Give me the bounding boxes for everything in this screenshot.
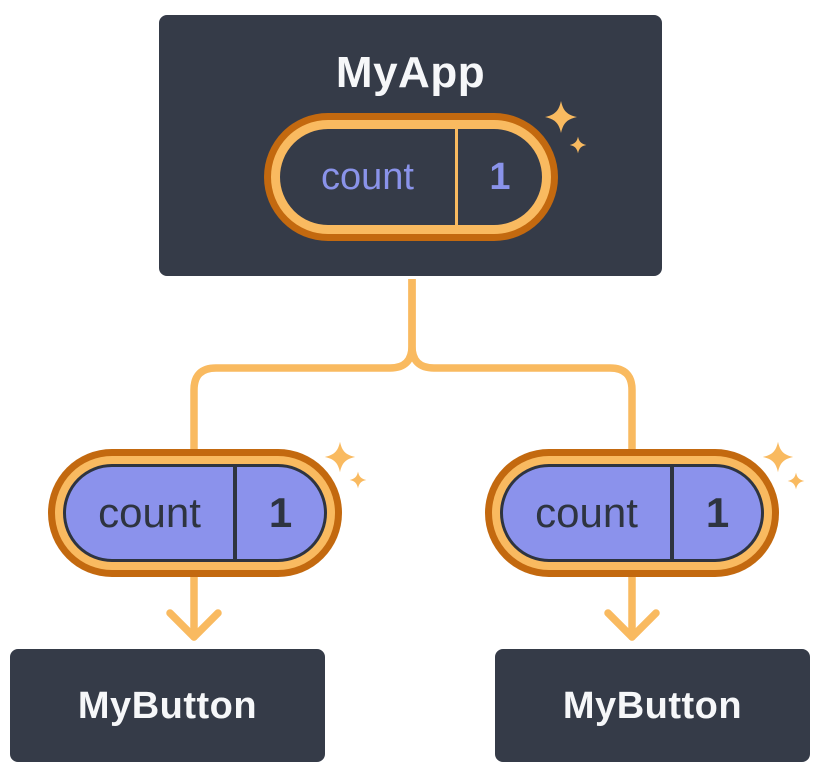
state-pill-myapp: count 1: [271, 120, 551, 234]
sparkle-icon: [324, 441, 356, 473]
pill-divider: [670, 467, 674, 559]
sparkle-icon: [569, 136, 587, 154]
sparkle-icon: [349, 471, 367, 489]
state-name: count: [321, 156, 414, 198]
prop-name: count: [98, 489, 201, 536]
prop-pill-right: count 1: [500, 464, 764, 562]
component-title: MyButton: [562, 684, 743, 727]
component-box-mybutton-left: MyButton: [7, 646, 328, 765]
sparkle-icon: [787, 472, 805, 490]
component-title: MyButton: [77, 684, 258, 727]
arrow-down-icon: [604, 609, 660, 641]
prop-value: 1: [705, 489, 730, 536]
state-value: 1: [489, 156, 511, 198]
pill-divider: [455, 129, 458, 225]
sparkle-icon: [762, 441, 794, 473]
prop-name: count: [535, 489, 638, 536]
component-box-mybutton-right: MyButton: [492, 646, 813, 765]
connector-right-branch: [408, 275, 636, 641]
component-title: MyApp: [335, 48, 486, 97]
prop-value: 1: [268, 489, 293, 536]
pill-divider: [233, 467, 237, 559]
sparkle-icon: [545, 101, 577, 133]
prop-pill-left: count 1: [63, 464, 327, 562]
arrow-down-icon: [166, 609, 222, 641]
